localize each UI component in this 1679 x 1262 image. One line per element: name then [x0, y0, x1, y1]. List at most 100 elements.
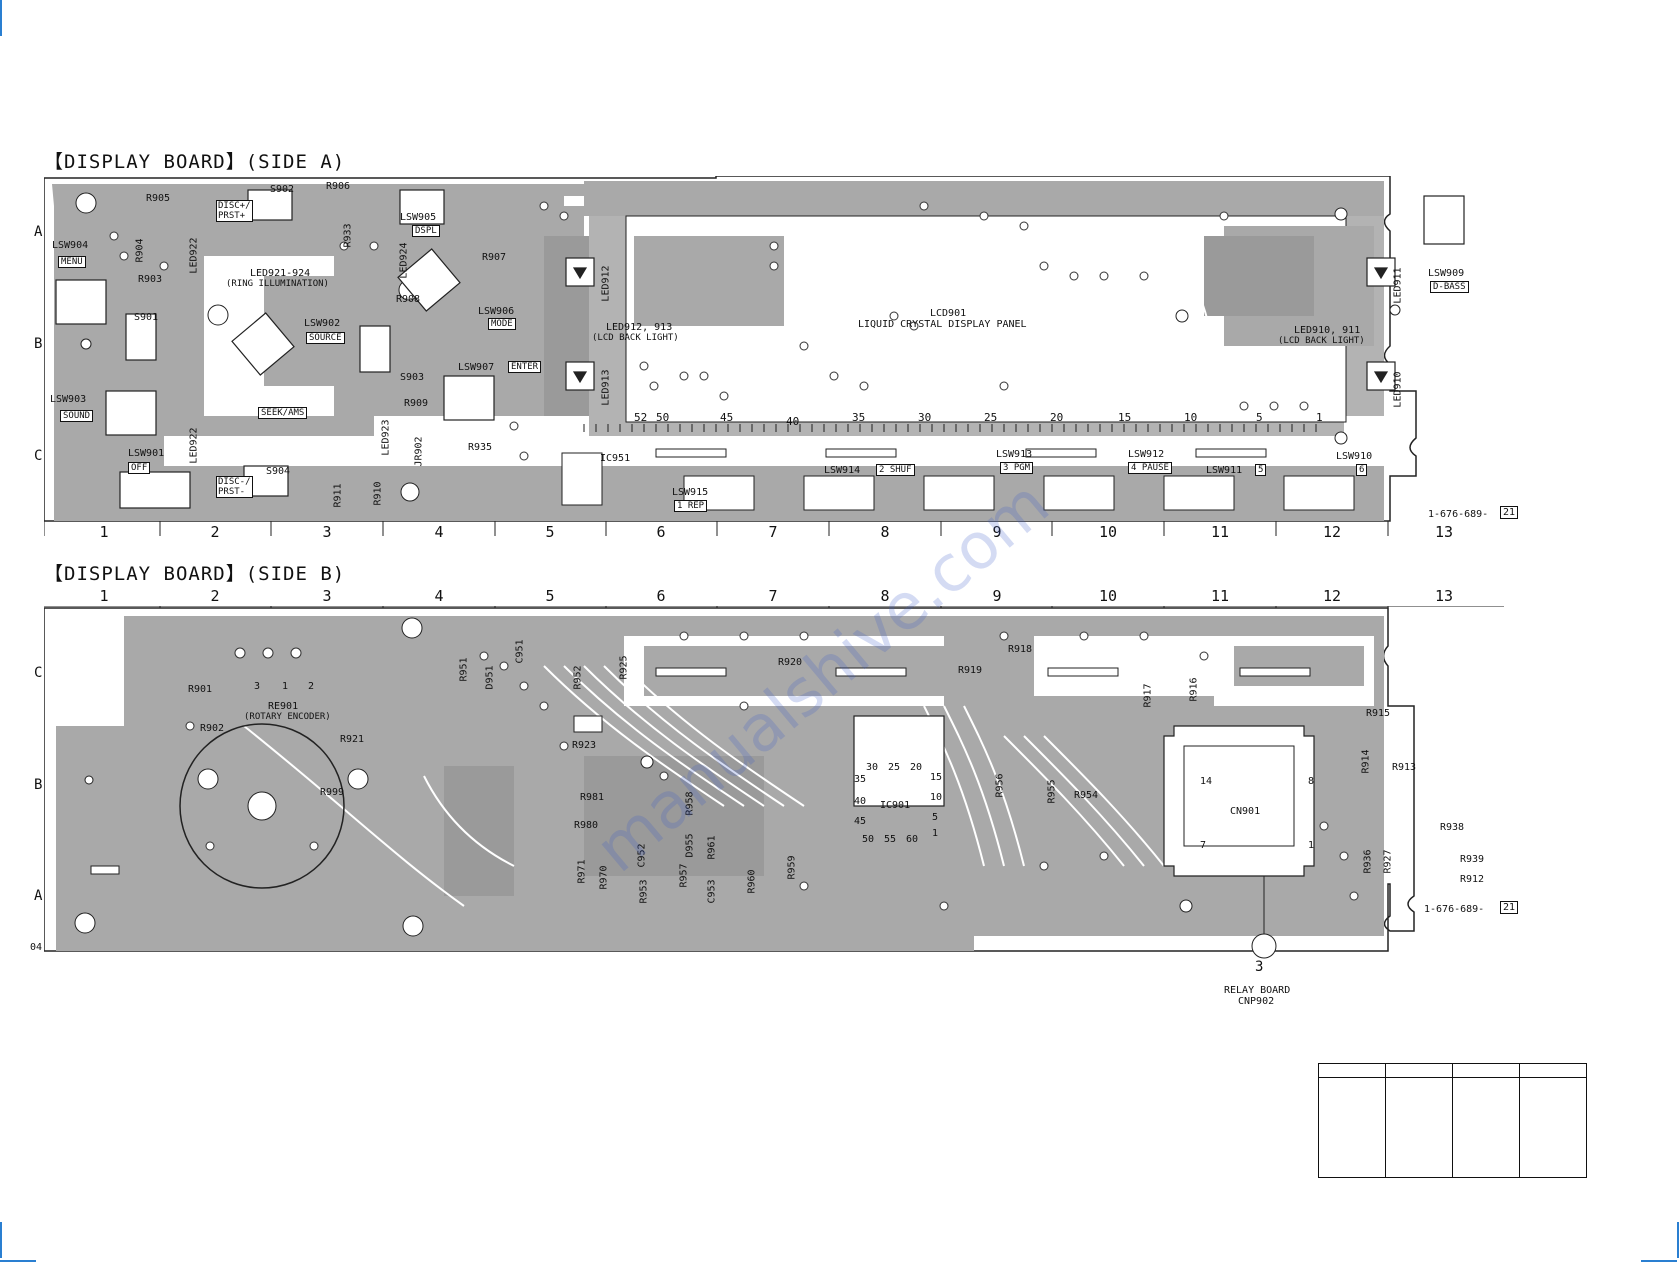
label-r935: R935 [468, 442, 493, 453]
grid-col-5: 5 [545, 523, 555, 541]
label-lsw902: LSW902 [304, 318, 341, 329]
corner-mark-bl-h [0, 1260, 36, 1262]
grid-b-col-13: 13 [1434, 587, 1454, 605]
grid-col-13: 13 [1434, 523, 1454, 541]
label-lcd901: LCD901 [930, 308, 967, 319]
lcd-pin-35: 35 [852, 411, 865, 424]
grid-col-8: 8 [880, 523, 890, 541]
label-lsw914: LSW914 [824, 465, 861, 476]
label-r927: R927 [1382, 849, 1394, 874]
label-ic901-pin50: 50 [862, 834, 875, 845]
grid-b-col-2: 2 [210, 587, 220, 605]
label-c953: C953 [706, 879, 718, 904]
label-relay-connector-number: 3 [1255, 959, 1264, 975]
label-cn901-pin14: 14 [1200, 776, 1213, 787]
grid-col-9: 9 [992, 523, 1002, 541]
revision-cell [1519, 1077, 1587, 1178]
label-r970: R970 [598, 865, 610, 890]
label-r915: R915 [1366, 708, 1391, 719]
label-lsw910: LSW910 [1336, 451, 1373, 462]
label-r957: R957 [678, 863, 690, 888]
label-r920: R920 [778, 657, 803, 668]
label-shuf: 2 SHUF [876, 464, 915, 476]
grid-b-col-11: 11 [1210, 587, 1230, 605]
label-ic951: IC951 [600, 453, 631, 464]
revision-cell [1385, 1063, 1453, 1078]
label-led912-913: LED912, 913 [606, 322, 673, 333]
label-re901: RE901 [268, 701, 299, 712]
corner-mark-br [1677, 1222, 1679, 1258]
label-re901-pin3: 3 [254, 681, 261, 692]
lcd-pin-40: 40 [786, 415, 799, 428]
label-r907: R907 [482, 252, 507, 263]
label-led922-bottom: LED922 [188, 427, 200, 464]
label-ic901-pin35: 35 [854, 774, 867, 785]
label-r906: R906 [326, 181, 351, 192]
grid-b-col-6: 6 [656, 587, 666, 605]
label-r905: R905 [146, 193, 171, 204]
grid-b-col-4: 4 [434, 587, 444, 605]
label-r939: R939 [1460, 854, 1485, 865]
label-r904: R904 [134, 238, 146, 263]
label-disc-prst-minus: DISC-/ PRST- [216, 476, 253, 498]
lcd-pin-5: 5 [1256, 411, 1263, 424]
label-re901-pin1: 1 [282, 681, 289, 692]
label-rep: 1 REP [674, 500, 708, 512]
grid-col-10: 10 [1098, 523, 1118, 541]
side-a-title: 【DISPLAY BOARD】(SIDE A) [44, 151, 346, 173]
lcd-pin-25: 25 [984, 411, 997, 424]
lcd-pin-20: 20 [1050, 411, 1063, 424]
label-pause: 4 PAUSE [1128, 462, 1172, 474]
label-r909: R909 [404, 398, 429, 409]
label-ic901-pin15: 15 [930, 772, 943, 783]
label-r910: R910 [372, 481, 384, 506]
label-r921: R921 [340, 734, 365, 745]
label-ic901-pin60: 60 [906, 834, 919, 845]
label-mode: MODE [488, 318, 516, 330]
label-r919: R919 [958, 665, 983, 676]
grid-col-3: 3 [322, 523, 332, 541]
label-r959: R959 [786, 855, 798, 880]
lcd-pin-15: 15 [1118, 411, 1131, 424]
lcd-pin-52: 52 [634, 411, 647, 424]
label-lsw911: LSW911 [1206, 465, 1243, 476]
label-c951: C951 [514, 639, 526, 664]
grid-col-12: 12 [1322, 523, 1342, 541]
label-s904: S904 [266, 466, 291, 477]
grid-b-col-3: 3 [322, 587, 332, 605]
label-r960: R960 [746, 869, 758, 894]
label-s903: S903 [400, 372, 425, 383]
label-r981: R981 [580, 792, 605, 803]
revision-cell [1385, 1077, 1453, 1178]
grid-b-col-1: 1 [99, 587, 109, 605]
label-ic901-pin25: 25 [888, 762, 901, 773]
label-d951: D951 [484, 665, 496, 690]
label-lsw904: LSW904 [52, 240, 89, 251]
label-r961: R961 [706, 835, 718, 860]
label-disc-prst-plus: DISC+/ PRST+ [216, 200, 253, 222]
label-enter: ENTER [508, 361, 542, 373]
grid-col-4: 4 [434, 523, 444, 541]
grid-b-col-9: 9 [992, 587, 1002, 605]
corner-mark-bl [0, 1222, 2, 1258]
label-r952: R952 [572, 665, 584, 690]
side-b-board-number: 1-676-689- [1424, 904, 1485, 915]
label-ic901-pin20: 20 [910, 762, 923, 773]
grid-b-col-8: 8 [880, 587, 890, 605]
revision-cell [1452, 1077, 1520, 1178]
grid-col-1: 1 [99, 523, 109, 541]
label-lcd-panel: LIQUID CRYSTAL DISPLAY PANEL [858, 319, 1027, 330]
side-b-board [44, 606, 1504, 959]
label-lsw903: LSW903 [50, 394, 87, 405]
label-five: 5 [1255, 464, 1267, 476]
label-lcd-back-light-left: (LCD BACK LIGHT) [592, 333, 679, 343]
label-ic901-pin55: 55 [884, 834, 897, 845]
label-r923: R923 [572, 740, 597, 751]
row-label-b-B: B [34, 777, 43, 793]
label-lsw912: LSW912 [1128, 449, 1165, 460]
lcd-pin-1: 1 [1316, 411, 1323, 424]
row-label-b-A: A [34, 888, 43, 904]
label-source: SOURCE [306, 332, 345, 344]
corner-mark-tl [0, 0, 2, 36]
label-ic901-pin10: 10 [930, 792, 943, 803]
